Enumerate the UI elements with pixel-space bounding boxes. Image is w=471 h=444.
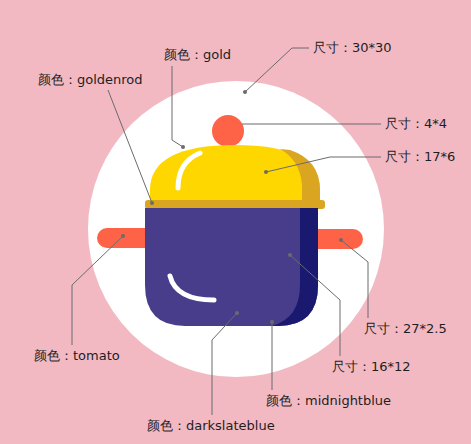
lid-highlight	[178, 153, 200, 188]
leader-dot	[264, 170, 268, 174]
leader-dot	[235, 311, 239, 315]
leader-line	[72, 236, 123, 345]
lid-shade	[280, 149, 320, 206]
size-label: 尺寸：30*30	[313, 40, 392, 56]
lid	[150, 145, 320, 206]
leader-line	[108, 90, 152, 203]
color-label: 颜色：gold	[164, 47, 231, 63]
leader-line	[272, 322, 273, 390]
pot-highlight	[170, 276, 214, 300]
leader-dot	[243, 90, 247, 94]
color-label: 颜色：midnightblue	[266, 393, 391, 409]
leader-line	[266, 157, 381, 172]
leader-dot	[181, 145, 185, 149]
color-label: 颜色：tomato	[34, 348, 120, 364]
color-label: 颜色：goldenrod	[38, 72, 143, 88]
lid-rim	[145, 200, 325, 209]
pot-body	[145, 208, 318, 326]
leader-line	[341, 240, 368, 318]
leader-dot	[270, 320, 274, 324]
leader-line	[242, 124, 381, 125]
leader-dots	[121, 90, 343, 324]
leader-dot	[121, 234, 125, 238]
pot-shade	[272, 208, 318, 326]
leader-line	[290, 255, 340, 356]
color-label: 颜色：darkslateblue	[147, 418, 275, 434]
size-label: 尺寸：4*4	[385, 116, 447, 132]
plate-circle	[88, 81, 384, 377]
leader-dot	[288, 253, 292, 257]
leader-line	[212, 313, 237, 415]
size-label: 尺寸：27*2.5	[364, 321, 447, 337]
lid-knob	[212, 115, 244, 147]
leader-line	[172, 66, 183, 147]
size-label: 尺寸：17*6	[385, 149, 455, 165]
leader-dot	[339, 238, 343, 242]
size-label: 尺寸：16*12	[332, 359, 411, 375]
leader-line	[245, 48, 309, 92]
leader-dot	[150, 201, 154, 205]
